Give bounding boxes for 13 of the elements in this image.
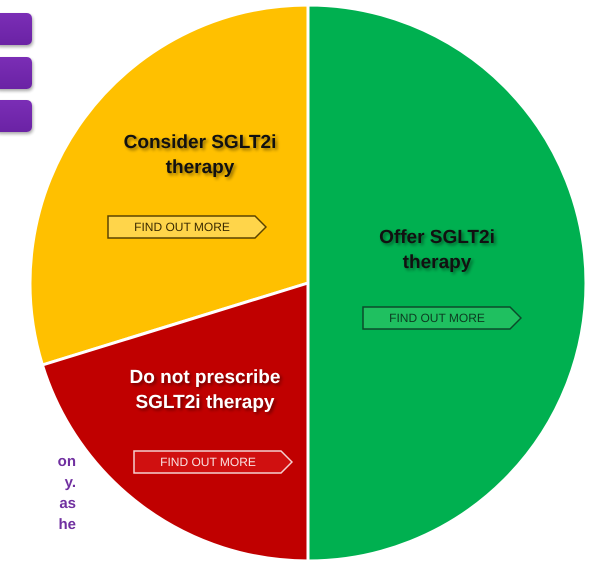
menu-tab bbox=[0, 13, 32, 45]
menu-tab bbox=[0, 57, 32, 89]
find-out-more-button: FIND OUT MORE bbox=[133, 450, 293, 474]
cut-off-text: he bbox=[58, 515, 76, 535]
slice-label: Consider SGLT2i therapy bbox=[122, 131, 278, 180]
cut-off-text: as bbox=[59, 494, 76, 514]
slice-label: Offer SGLT2i therapy bbox=[378, 226, 496, 275]
cut-off-text: on bbox=[58, 452, 76, 472]
menu-tab bbox=[0, 100, 32, 132]
find-out-more-button: FIND OUT MORE bbox=[362, 306, 522, 330]
slice-label: Do not prescribe SGLT2i therapy bbox=[128, 366, 282, 415]
cut-off-text: y. bbox=[64, 473, 76, 493]
find-out-more-button: FIND OUT MORE bbox=[107, 215, 267, 239]
